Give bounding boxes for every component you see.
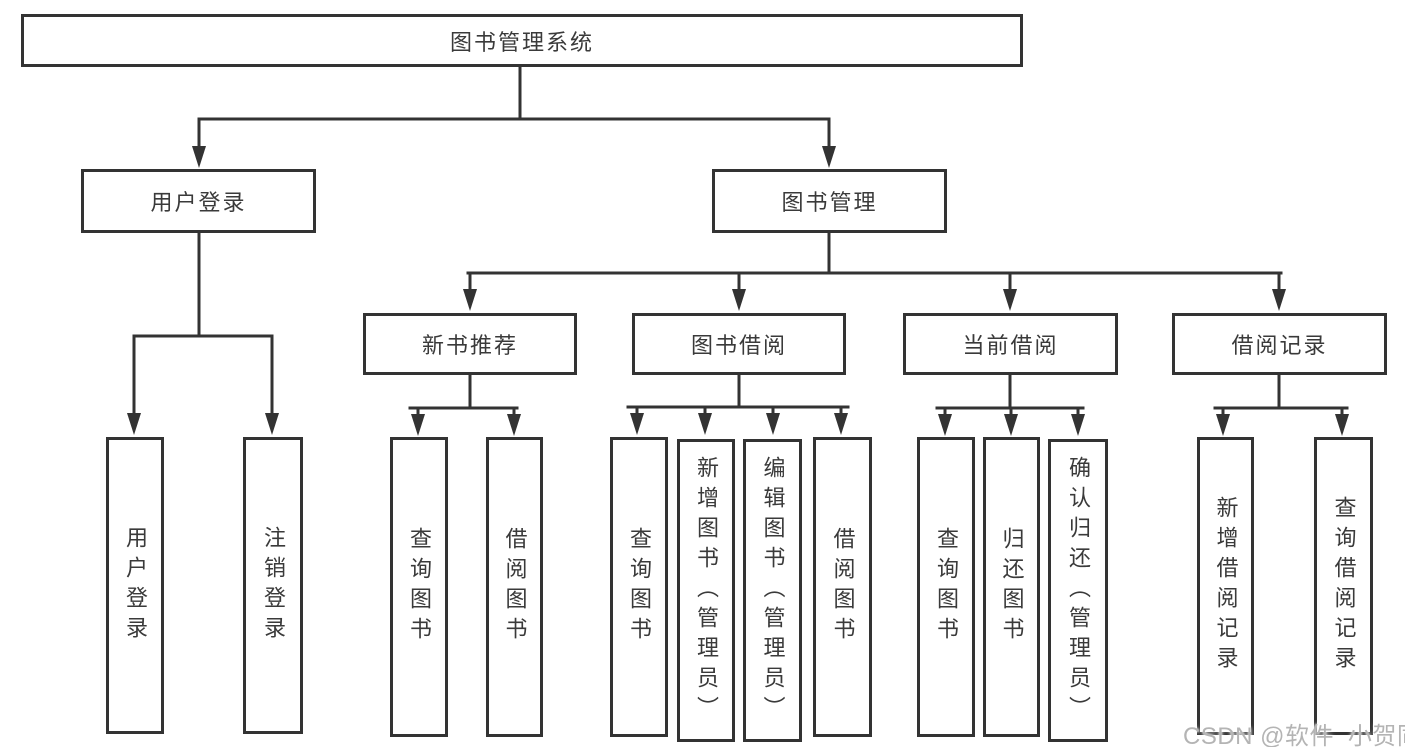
node-new-book-recommend: 新书推荐 bbox=[363, 313, 577, 375]
node-user-login: 用户登录 bbox=[81, 169, 316, 233]
arrowhead bbox=[732, 289, 746, 311]
arrowhead bbox=[127, 413, 141, 435]
arrowhead bbox=[1071, 414, 1085, 436]
arrowhead bbox=[411, 414, 425, 436]
leaf-return-book: 归还图书 bbox=[983, 437, 1040, 737]
arrowhead bbox=[463, 289, 477, 311]
node-root: 图书管理系统 bbox=[21, 14, 1023, 67]
arrowhead bbox=[1335, 414, 1349, 436]
node-current-borrow: 当前借阅 bbox=[903, 313, 1118, 375]
leaf-user-login: 用户登录 bbox=[106, 437, 164, 734]
arrowhead bbox=[698, 413, 712, 435]
leaf-borrow-books-recommend: 借阅图书 bbox=[486, 437, 543, 737]
arrowhead bbox=[265, 413, 279, 435]
node-book-borrow: 图书借阅 bbox=[632, 313, 846, 375]
arrowhead bbox=[938, 414, 952, 436]
leaf-add-book-admin: 新增图书（管理员） bbox=[677, 439, 735, 742]
leaf-confirm-return-admin: 确认归还（管理员） bbox=[1048, 439, 1108, 742]
arrowhead bbox=[834, 413, 848, 435]
arrowhead bbox=[507, 414, 521, 436]
arrowhead bbox=[1003, 289, 1017, 311]
leaf-add-borrow-record: 新增借阅记录 bbox=[1197, 437, 1254, 735]
arrowhead bbox=[1004, 414, 1018, 436]
leaf-logout: 注销登录 bbox=[243, 437, 303, 734]
leaf-query-borrow-record: 查询借阅记录 bbox=[1314, 437, 1373, 735]
arrowhead bbox=[630, 413, 644, 435]
arrowhead bbox=[766, 413, 780, 435]
arrowhead bbox=[1272, 289, 1286, 311]
node-book-management: 图书管理 bbox=[712, 169, 947, 233]
arrowhead bbox=[822, 146, 836, 168]
watermark: CSDN @软件_小贺同学 bbox=[1183, 723, 1405, 747]
arrowhead bbox=[1216, 414, 1230, 436]
leaf-query-books-current: 查询图书 bbox=[917, 437, 975, 737]
leaf-edit-book-admin: 编辑图书（管理员） bbox=[743, 439, 802, 742]
node-borrow-records: 借阅记录 bbox=[1172, 313, 1387, 375]
leaf-borrow-books-2: 借阅图书 bbox=[813, 437, 872, 737]
leaf-query-books-borrow: 查询图书 bbox=[610, 437, 668, 737]
arrowhead bbox=[192, 146, 206, 168]
leaf-query-books-recommend: 查询图书 bbox=[390, 437, 448, 737]
